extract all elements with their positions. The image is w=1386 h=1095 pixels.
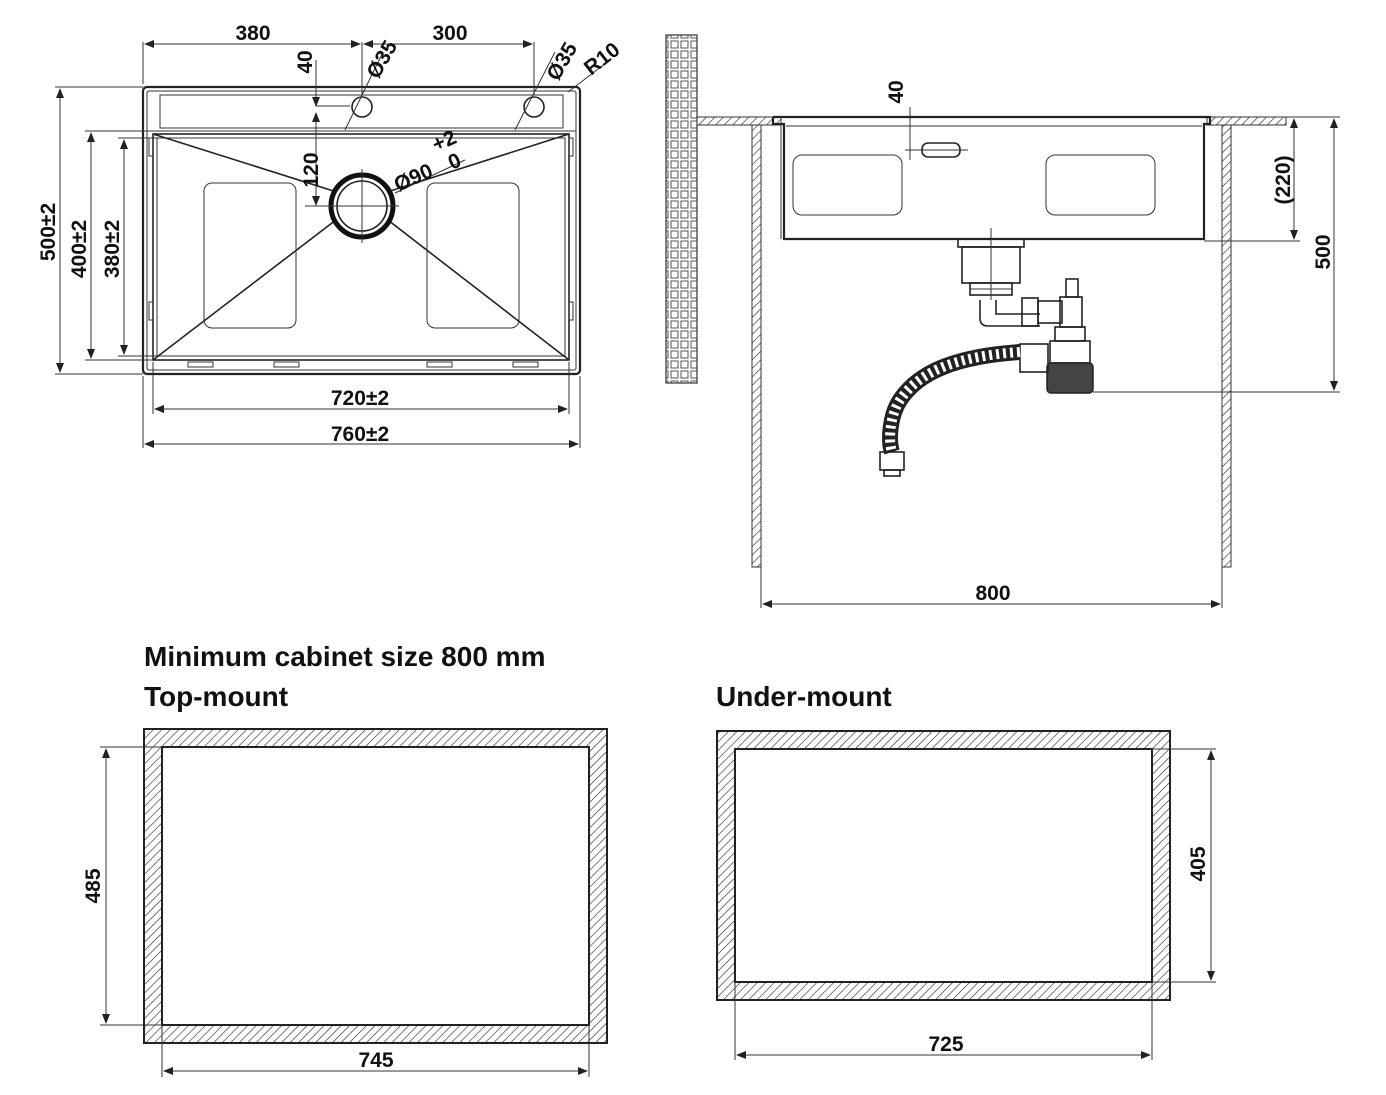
side-panel-right xyxy=(1045,154,1156,216)
top-mount-height: 485 xyxy=(82,868,105,903)
top-mount-title: Top-mount xyxy=(144,681,288,712)
dim-300: 300 xyxy=(432,22,467,45)
bowl-outline xyxy=(152,133,570,361)
dim-hole-1: Ø35 xyxy=(362,36,402,82)
cabinet-wall-left xyxy=(751,124,762,568)
dim-40-top: 40 xyxy=(294,50,317,73)
dim-500-side: 500 xyxy=(1312,234,1335,269)
dim-500-height: 500±2 xyxy=(37,203,60,261)
dim-hole-2: Ø35 xyxy=(542,38,582,84)
dim-220: (220) xyxy=(1272,155,1295,204)
under-mount-title: Under-mount xyxy=(716,681,892,712)
dim-400-height: 400±2 xyxy=(68,220,91,278)
bowl-panel-right xyxy=(426,182,520,329)
dim-40-side: 40 xyxy=(885,80,908,103)
under-mount-height: 405 xyxy=(1187,846,1210,881)
cabinet-wall-right xyxy=(1221,124,1232,568)
under-mount-cutout: 405 725 xyxy=(716,730,1216,1060)
wall-bricks xyxy=(665,34,698,384)
bowl-inner xyxy=(156,137,566,357)
bowl-panel-left xyxy=(203,182,297,329)
dim-800: 800 xyxy=(975,582,1010,605)
top-view: 380 300 40 120 Ø35 Ø35 R10 Ø90 +2 0 500±… xyxy=(37,22,624,448)
countertop-right xyxy=(1206,116,1287,126)
top-mount-width: 745 xyxy=(358,1049,393,1072)
minimum-cabinet-label: Minimum cabinet size 800 mm xyxy=(144,641,545,672)
dim-380: 380 xyxy=(235,22,270,45)
side-view: 40 (220) xyxy=(665,34,1340,608)
drain-assembly xyxy=(879,228,1232,477)
dim-drain: Ø90 xyxy=(391,159,437,196)
countertop-left xyxy=(696,116,782,126)
dim-120: 120 xyxy=(300,152,323,187)
dim-radius: R10 xyxy=(580,38,625,80)
side-panel-left xyxy=(792,154,903,216)
dim-380-height: 380±2 xyxy=(101,220,124,278)
faucet-hole-2 xyxy=(523,96,545,118)
dim-720-width: 720±2 xyxy=(331,387,389,410)
under-mount-width: 725 xyxy=(928,1033,963,1056)
faucet-hole-1 xyxy=(351,96,373,118)
faucet-deck xyxy=(159,94,564,129)
top-mount-cutout: 485 745 xyxy=(82,728,608,1077)
dim-760-width: 760±2 xyxy=(331,423,389,446)
